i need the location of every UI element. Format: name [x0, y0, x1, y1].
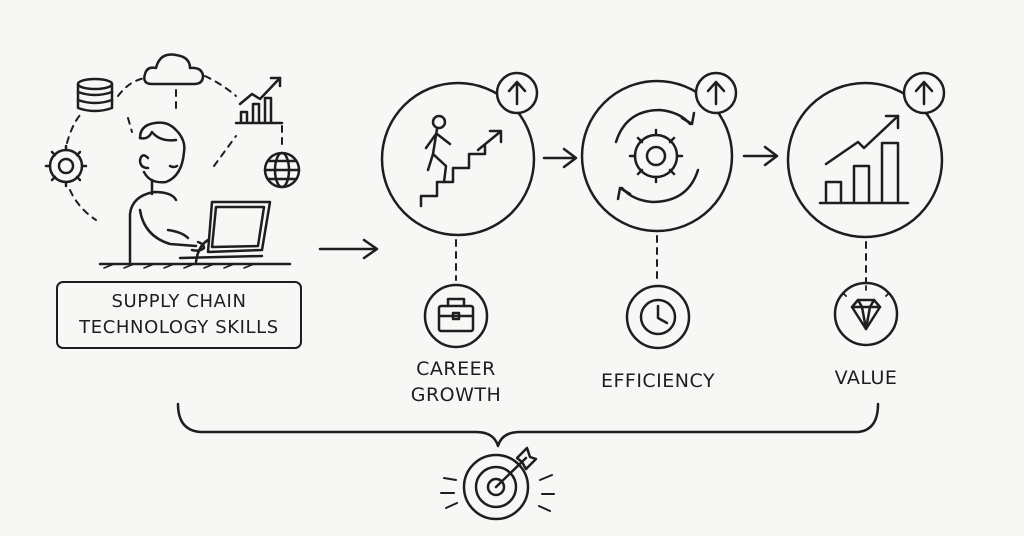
main-arrow: [318, 238, 379, 260]
briefcase-icon: [423, 283, 489, 349]
arrow-2-3: [742, 145, 779, 167]
stage-career-circle: [380, 71, 539, 237]
cloud-icon: [143, 53, 205, 86]
trend-chart-icon: [234, 76, 284, 125]
diamond-icon: [833, 281, 899, 347]
bottom-brace: [176, 402, 880, 448]
gear-icon: [44, 144, 88, 188]
stage-value-circle: [786, 71, 946, 239]
outcome-label-line-1: EFFICIENCY: [600, 370, 716, 392]
clock-icon: [625, 284, 691, 350]
skills-box: SUPPLY CHAIN TECHNOLOGY SKILLS: [56, 281, 302, 349]
bar-chart-growth-icon: [818, 114, 910, 205]
outcome-label-line-1: CAREER: [416, 358, 496, 380]
outcome-efficiency-label: EFFICIENCY: [588, 368, 728, 394]
target-icon: [440, 446, 555, 521]
outcome-career-growth-label: CAREER GROWTH: [396, 356, 516, 408]
arrow-up-badge-icon: [495, 71, 539, 115]
arrow-up-badge-icon: [902, 71, 946, 115]
climbing-stairs-icon: [419, 114, 503, 208]
person-at-laptop-illustration: [98, 121, 292, 269]
outcome-label-line-2: GROWTH: [410, 384, 502, 406]
outcome-label-line-1: VALUE: [834, 367, 898, 389]
stage-efficiency-circle: [580, 71, 738, 233]
skills-line-2: TECHNOLOGY SKILLS: [79, 317, 279, 338]
gear-cycle-icon: [614, 108, 700, 204]
arrow-up-badge-icon: [694, 71, 738, 115]
connector-lines: [66, 75, 283, 221]
globe-icon: [263, 151, 301, 189]
stage-connectors: [455, 235, 867, 283]
outcome-value-label: VALUE: [810, 365, 922, 391]
database-icon: [76, 77, 114, 113]
arrow-1-2: [542, 147, 578, 169]
skills-line-1: SUPPLY CHAIN: [111, 291, 247, 312]
